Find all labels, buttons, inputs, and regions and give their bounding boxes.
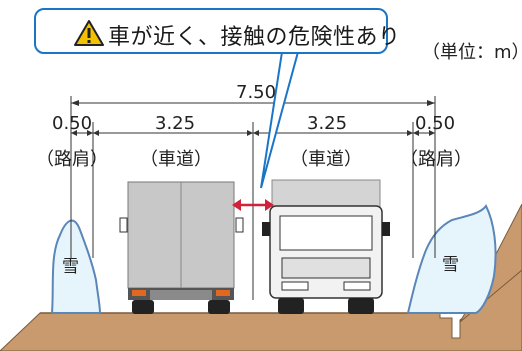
total-width-value: 7.50 <box>236 82 277 103</box>
truck-rear-view <box>119 181 244 314</box>
dimension-lines <box>70 96 436 300</box>
left-lane-width-value: 3.25 <box>155 113 196 134</box>
left-shoulder-width-value: 0.50 <box>52 113 93 134</box>
right-embankment <box>459 203 522 323</box>
dimension-arrowheads <box>71 100 435 136</box>
left-lane-label: （車道） <box>140 149 212 170</box>
left-snow-label: 雪 <box>62 257 79 277</box>
left-snow-bank <box>50 219 102 314</box>
right-shoulder-label: （路肩） <box>400 149 472 170</box>
right-snow-bank <box>406 204 497 314</box>
truck-front-view <box>262 179 390 314</box>
proximity-arrow <box>232 199 274 211</box>
left-shoulder-label: （路肩） <box>36 149 108 170</box>
right-lane-width-value: 3.25 <box>307 113 348 134</box>
warning-callout: 車が近く、接触の危険性あり <box>34 8 400 54</box>
right-snow-label: 雪 <box>442 255 459 275</box>
unit-label: （単位：m） <box>422 42 522 63</box>
warning-message: 車が近く、接触の危険性あり <box>108 25 401 50</box>
right-lane-label: （車道） <box>290 149 362 170</box>
right-shoulder-width-value: 0.50 <box>415 113 456 134</box>
warning-triangle-icon <box>74 20 104 46</box>
